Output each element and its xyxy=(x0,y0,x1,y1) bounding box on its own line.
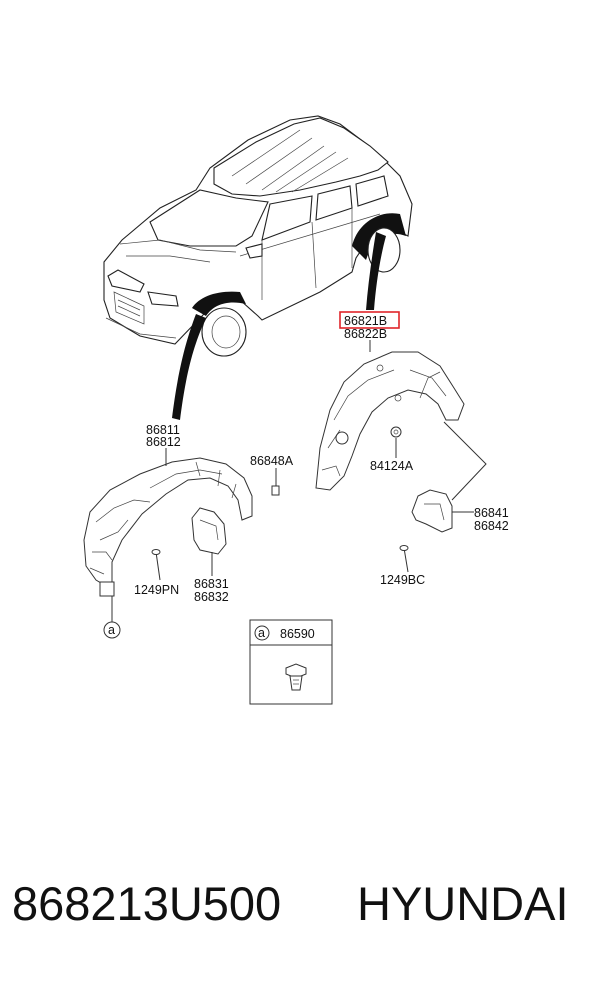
label-mudguard-front-l: 86831 xyxy=(194,577,229,591)
vehicle-illustration xyxy=(103,115,413,357)
label-mudguard-front-r: 86832 xyxy=(194,590,229,604)
label-screw-rear: 1249BC xyxy=(380,573,425,587)
label-rear-liner-r: 86822B xyxy=(344,327,387,341)
highlight-box xyxy=(339,311,400,329)
front-pointer-arrow xyxy=(172,314,206,420)
front-wheel-liner xyxy=(83,457,253,597)
label-front-liner-r: 86812 xyxy=(146,435,181,449)
rear-mudguard-leader-a xyxy=(443,421,487,501)
footer-caption: 868213U500 HYUNDAI xyxy=(0,876,600,946)
rear-wheel-liner xyxy=(315,351,465,491)
clip-icon xyxy=(285,663,307,691)
callout-a: a xyxy=(103,621,121,639)
inset-callout-letter: a xyxy=(258,626,265,640)
footer-brand: HYUNDAI xyxy=(357,877,569,930)
label-screw-front: 1249PN xyxy=(134,583,179,597)
front-screw xyxy=(151,549,161,581)
label-mudguard-rear-l: 86841 xyxy=(474,506,509,520)
label-clip-front: 86848A xyxy=(250,454,294,468)
rear-mudguard xyxy=(411,489,453,533)
label-rear-liner-l: 86821B xyxy=(344,314,387,328)
rear-pointer-arrow xyxy=(366,232,386,310)
label-inset-part: 86590 xyxy=(280,627,315,641)
front-clip xyxy=(271,485,280,496)
rear-nut xyxy=(390,426,402,438)
callout-a-letter: a xyxy=(108,623,115,637)
label-front-liner-l: 86811 xyxy=(146,423,180,437)
label-nut-rear: 84124A xyxy=(370,459,414,473)
inset-box: a 86590 xyxy=(249,619,333,705)
label-mudguard-rear-r: 86842 xyxy=(474,519,509,533)
footer-part-number: 868213U500 xyxy=(12,877,282,930)
front-mudguard xyxy=(191,507,227,555)
rear-screw xyxy=(399,545,409,573)
